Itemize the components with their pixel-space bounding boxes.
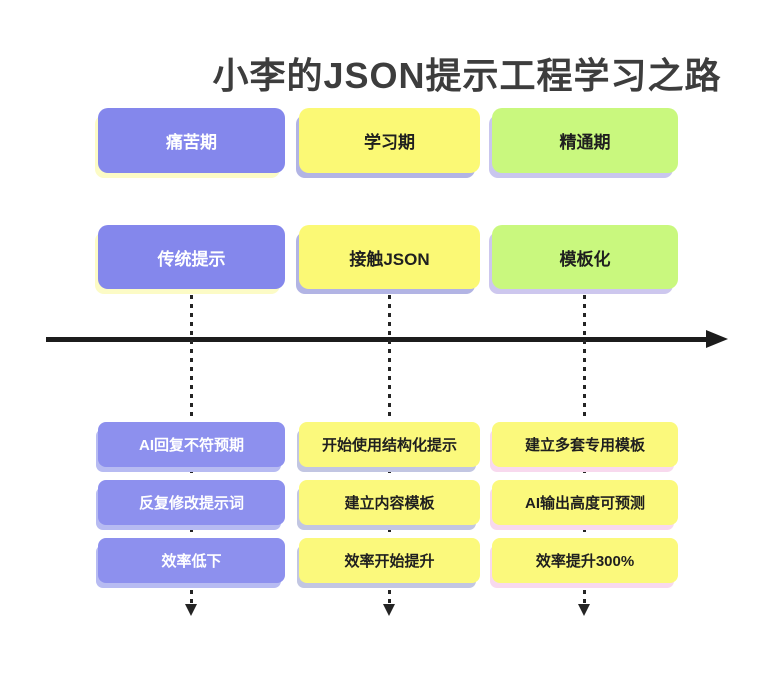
item-box: 反复修改提示词 — [98, 480, 285, 525]
stage-box-json-contact: 接触JSON — [299, 225, 480, 289]
item-box: 建立内容模板 — [299, 480, 480, 525]
dashed-connector — [388, 295, 391, 420]
down-arrowhead-icon — [578, 604, 590, 616]
item-box: 效率提升300% — [492, 538, 678, 583]
timeline-axis — [46, 337, 706, 342]
down-arrowhead-icon — [185, 604, 197, 616]
item-box: 建立多套专用模板 — [492, 422, 678, 467]
stage-box-templated: 模板化 — [492, 225, 678, 289]
dashed-connector — [583, 590, 586, 605]
item-box: AI输出高度可预测 — [492, 480, 678, 525]
dashed-connector — [583, 469, 586, 478]
dashed-connector — [583, 528, 586, 536]
item-box: 效率低下 — [98, 538, 285, 583]
item-box: AI回复不符预期 — [98, 422, 285, 467]
dashed-connector — [388, 590, 391, 605]
dashed-connector — [190, 528, 193, 536]
dashed-connector — [190, 590, 193, 605]
down-arrowhead-icon — [383, 604, 395, 616]
dashed-connector — [190, 469, 193, 478]
period-box-pain: 痛苦期 — [98, 108, 285, 173]
dashed-connector — [388, 528, 391, 536]
timeline-arrowhead-icon — [706, 330, 728, 348]
stage-box-traditional-prompt: 传统提示 — [98, 225, 285, 289]
dashed-connector — [583, 295, 586, 420]
item-box: 效率开始提升 — [299, 538, 480, 583]
dashed-connector — [388, 469, 391, 478]
period-box-mastery: 精通期 — [492, 108, 678, 173]
period-box-learning: 学习期 — [299, 108, 480, 173]
diagram-title: 小李的JSON提示工程学习之路 — [212, 55, 722, 96]
dashed-connector — [190, 295, 193, 420]
item-box: 开始使用结构化提示 — [299, 422, 480, 467]
